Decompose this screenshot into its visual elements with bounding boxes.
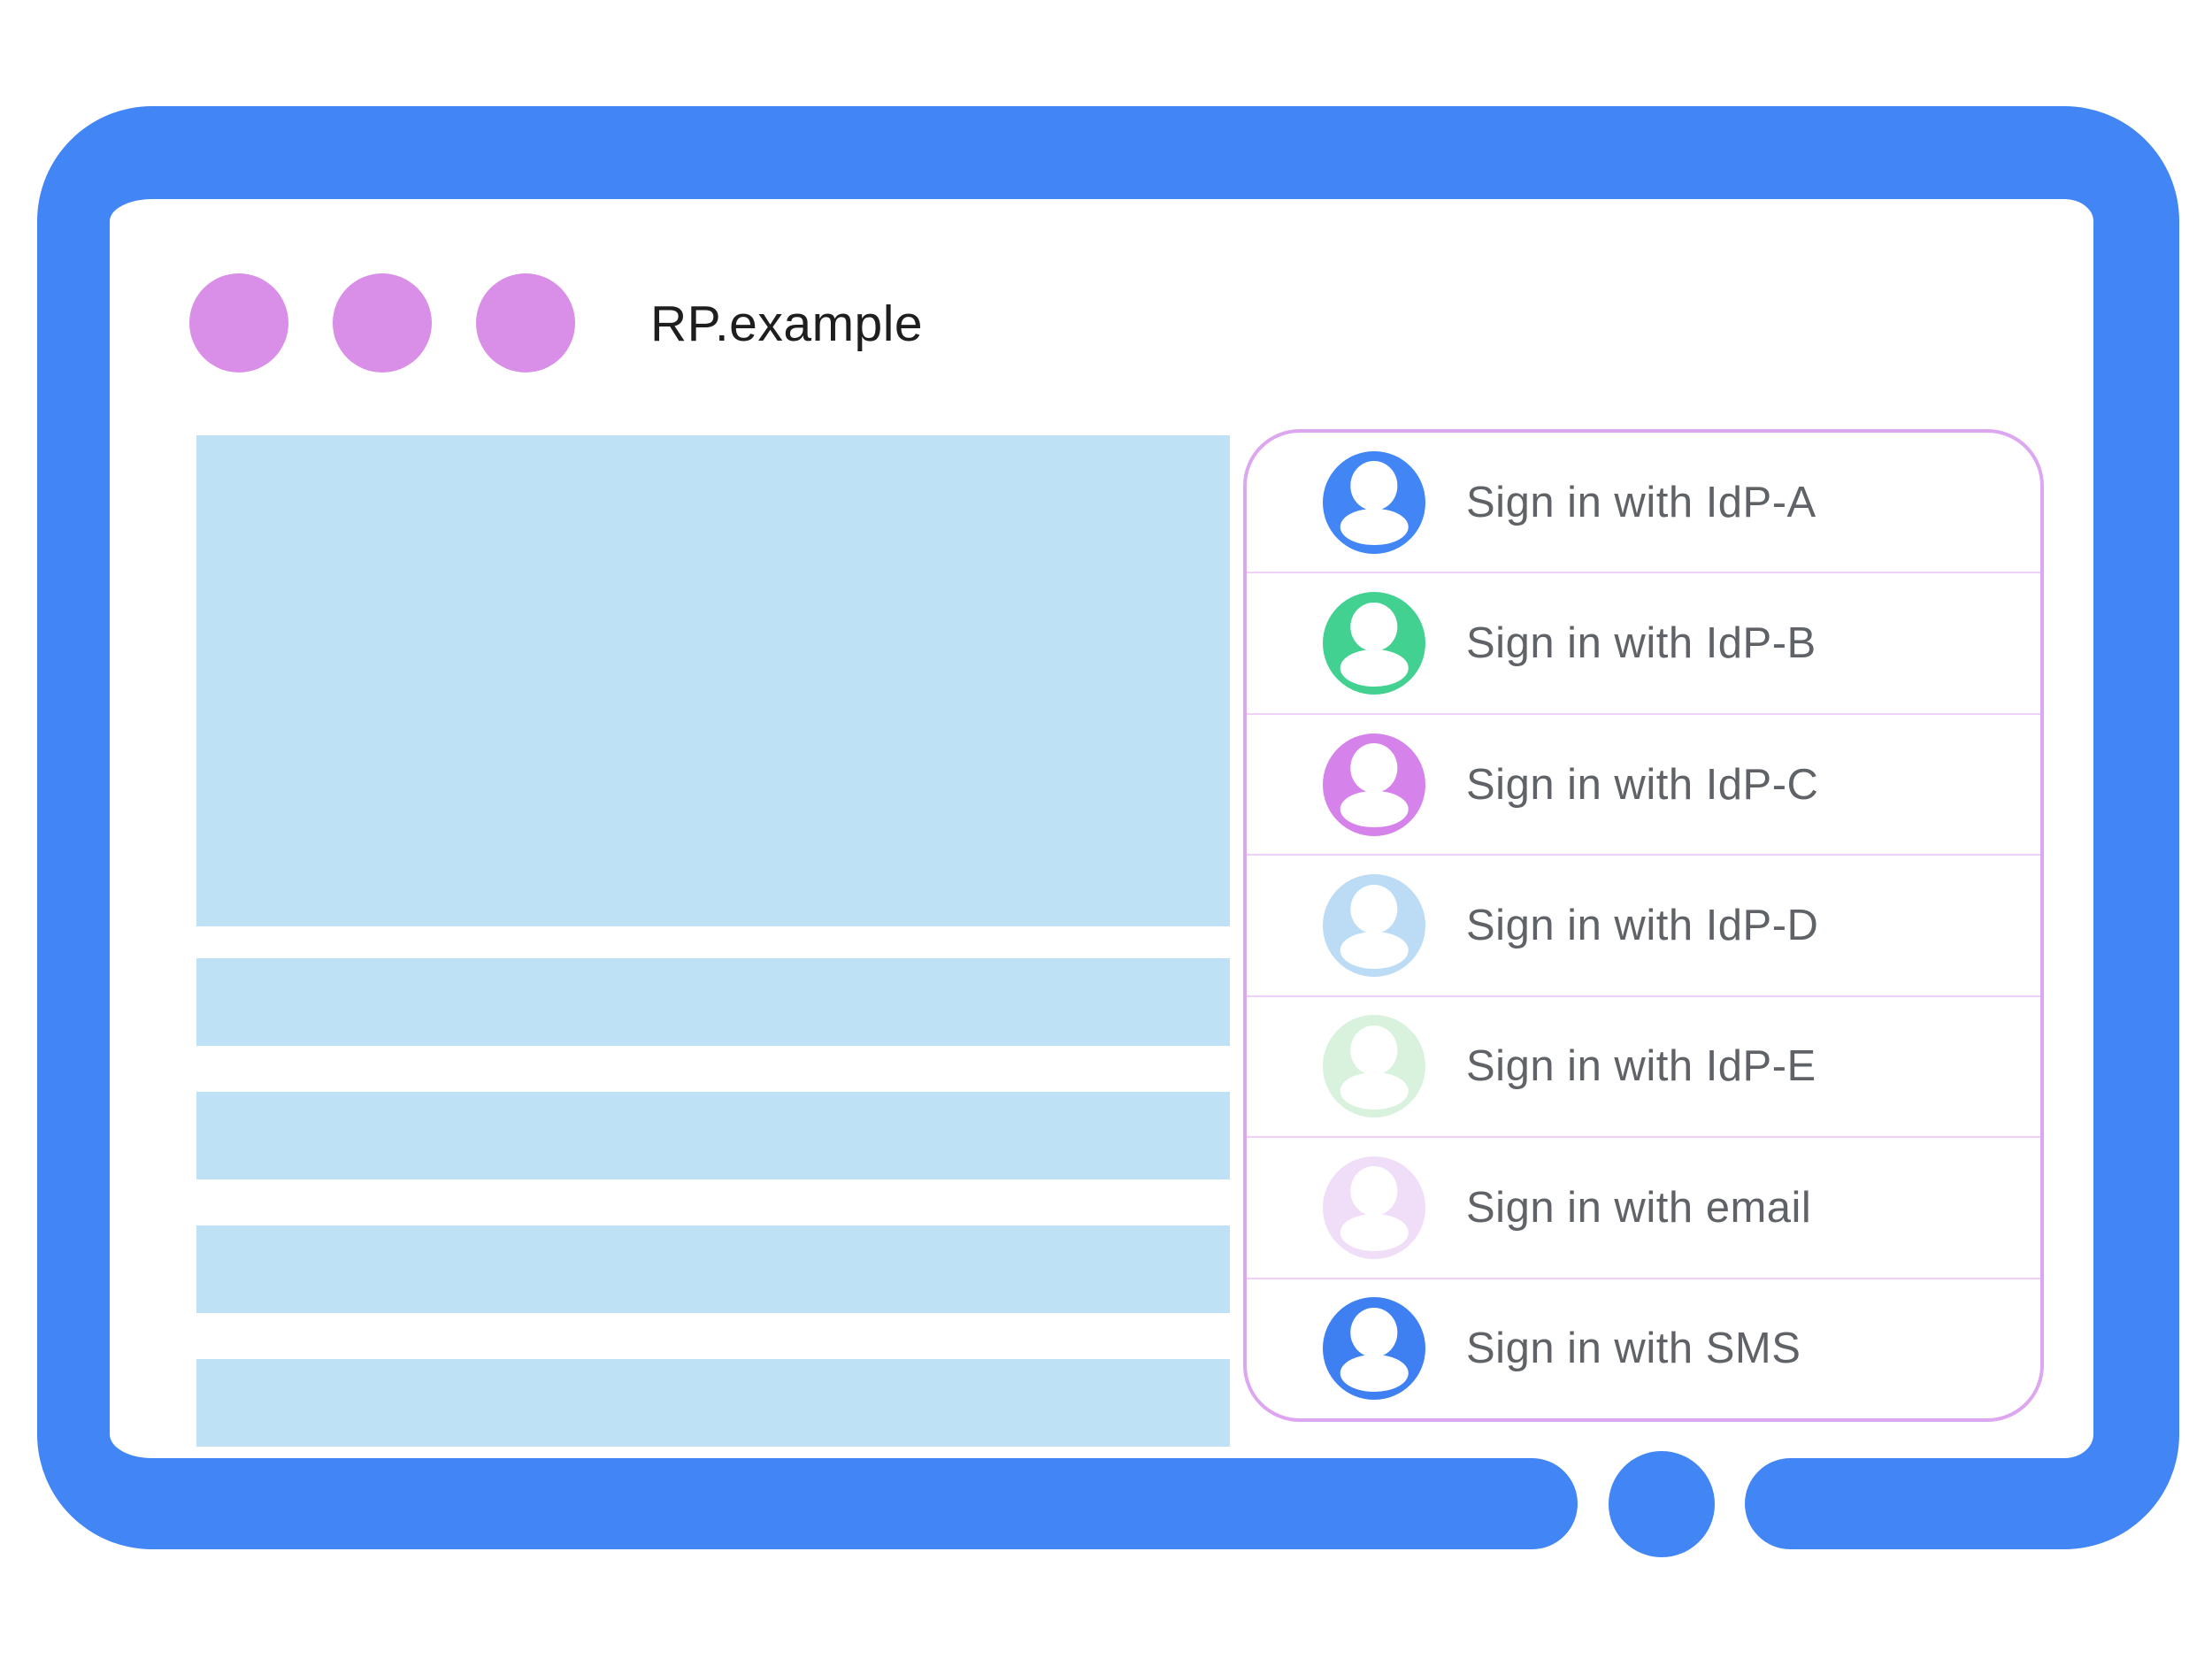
frame-bottom-bar-right-cap [1745, 1458, 1854, 1549]
frame-bottom-bar-left-cap [1469, 1458, 1578, 1549]
user-avatar-icon [1323, 733, 1425, 836]
signin-option-label: Sign in with IdP-A [1466, 478, 1816, 526]
signin-option-row[interactable]: Sign in with IdP-A [1247, 433, 2040, 572]
user-avatar-icon [1323, 592, 1425, 695]
avatar-torso-shape [1340, 649, 1409, 687]
content-placeholder-bar [196, 958, 1230, 1046]
content-placeholder-bar [196, 1225, 1230, 1313]
signin-panel: Sign in with IdP-A Sign in with IdP-B Si… [1243, 429, 2044, 1422]
row-divider [1247, 995, 2040, 997]
signin-option-label: Sign in with SMS [1466, 1325, 1801, 1373]
signin-option-label: Sign in with IdP-D [1466, 901, 1819, 949]
user-avatar-icon [1323, 1015, 1425, 1118]
row-divider [1247, 712, 2040, 715]
user-avatar-icon [1323, 450, 1425, 554]
avatar-torso-shape [1340, 931, 1409, 969]
window-control-dot-2 [333, 273, 432, 373]
signin-option-row[interactable]: Sign in with IdP-E [1247, 997, 2040, 1136]
avatar-torso-shape [1340, 790, 1409, 828]
signin-option-label: Sign in with email [1466, 1183, 1812, 1232]
signin-option-row[interactable]: Sign in with IdP-B [1247, 573, 2040, 712]
avatar-head-shape [1350, 884, 1398, 934]
avatar-head-shape [1350, 461, 1398, 511]
window-control-dot-3 [476, 273, 575, 373]
content-placeholder-bar [196, 1359, 1230, 1447]
avatar-head-shape [1350, 743, 1398, 793]
avatar-torso-shape [1340, 508, 1409, 546]
avatar-torso-shape [1340, 1213, 1409, 1251]
user-avatar-icon [1323, 1156, 1425, 1259]
row-divider [1247, 854, 2040, 856]
row-divider [1247, 572, 2040, 574]
signin-option-row[interactable]: Sign in with IdP-D [1247, 856, 2040, 995]
signin-option-row[interactable]: Sign in with email [1247, 1138, 2040, 1277]
content-placeholder-bar [196, 1092, 1230, 1179]
signin-option-row[interactable]: Sign in with IdP-C [1247, 715, 2040, 854]
avatar-head-shape [1350, 1025, 1398, 1075]
signin-option-label: Sign in with IdP-E [1466, 1042, 1816, 1091]
content-placeholder-bars [196, 958, 1230, 1493]
user-avatar-icon [1323, 1297, 1425, 1401]
signin-option-row[interactable]: Sign in with SMS [1247, 1279, 2040, 1418]
avatar-head-shape [1350, 1166, 1398, 1217]
avatar-head-shape [1350, 1307, 1398, 1357]
window-control-dot-1 [189, 273, 288, 373]
avatar-head-shape [1350, 602, 1398, 652]
avatar-torso-shape [1340, 1072, 1409, 1110]
content-placeholder-hero [196, 435, 1230, 926]
page-title: RP.example [650, 296, 924, 352]
avatar-torso-shape [1340, 1355, 1409, 1392]
user-avatar-icon [1323, 873, 1425, 977]
row-divider [1247, 1277, 2040, 1279]
signin-option-label: Sign in with IdP-B [1466, 619, 1816, 668]
home-indicator-dot [1609, 1451, 1715, 1557]
row-divider [1247, 1136, 2040, 1139]
signin-option-label: Sign in with IdP-C [1466, 760, 1819, 809]
